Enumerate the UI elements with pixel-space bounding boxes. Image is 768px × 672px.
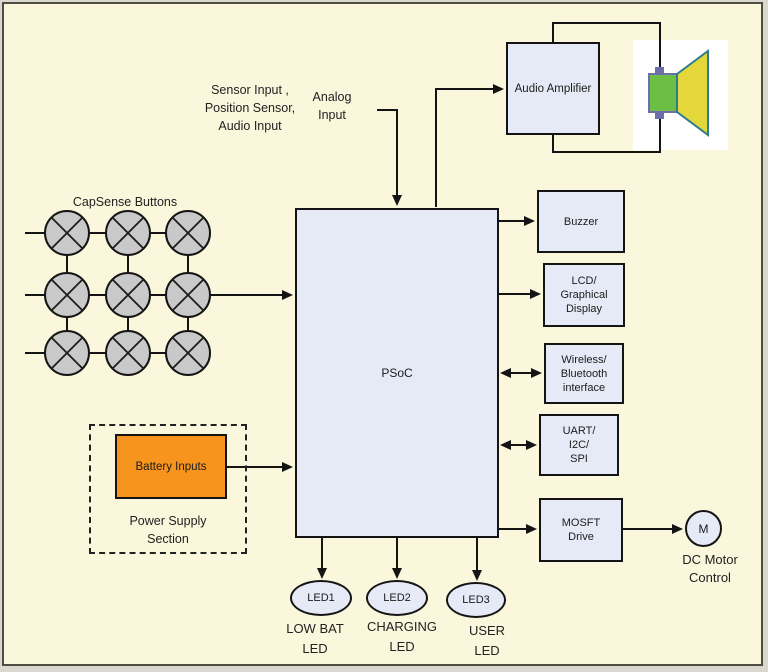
analog-input-label: Analog Input [312,90,352,122]
power-supply-caption: Power Supply Section [129,514,207,546]
led3-ellipse: LED3 [446,582,506,618]
node-uart-i2c-spi: UART/ I2C/ SPI [539,414,619,476]
node-mosft-drive: MOSFT Drive [539,498,623,562]
capsense-button-icon [165,330,211,376]
capsense-grid-connectors [66,232,189,354]
node-wireless-bluetooth: Wireless/ Bluetooth interface [544,343,624,404]
wire-psoc-to-amplifier [435,84,504,207]
speaker-terminal-top [655,67,664,75]
speaker-driver [648,73,678,113]
speaker-cone [676,49,709,137]
dc-motor-caption: DC Motor Control [682,552,738,585]
capsense-button-icon [44,330,90,376]
node-dc-motor: M [685,510,722,547]
capsense-button-icon [44,272,90,318]
led3-caption: USER LED [468,623,506,658]
node-lcd-display: LCD/ Graphical Display [543,263,625,327]
capsense-button-grid [44,210,211,376]
capsense-button-icon [165,272,211,318]
speaker-icon [648,49,709,137]
speaker-terminal-bottom [655,111,664,119]
node-buzzer: Buzzer [537,190,625,253]
led1-ellipse: LED1 [290,580,352,616]
capsense-button-icon [105,330,151,376]
led2-caption: CHARGING LED [366,619,438,654]
sensor-inputs-label: Sensor Input , Position Sensor, Audio In… [204,83,296,133]
capsense-button-icon [44,210,90,256]
capsense-title: CapSense Buttons [72,195,178,209]
capsense-button-icon [105,272,151,318]
node-battery-inputs: Battery Inputs [115,434,227,499]
wire-analog-input [377,109,402,206]
node-psoc: PSoC [295,208,499,538]
led1-caption: LOW BAT LED [286,621,344,656]
led2-ellipse: LED2 [366,580,428,616]
capsense-button-icon [165,210,211,256]
node-audio-amplifier: Audio Amplifier [506,42,600,135]
capsense-button-icon [105,210,151,256]
power-supply-section-outline [89,424,247,554]
